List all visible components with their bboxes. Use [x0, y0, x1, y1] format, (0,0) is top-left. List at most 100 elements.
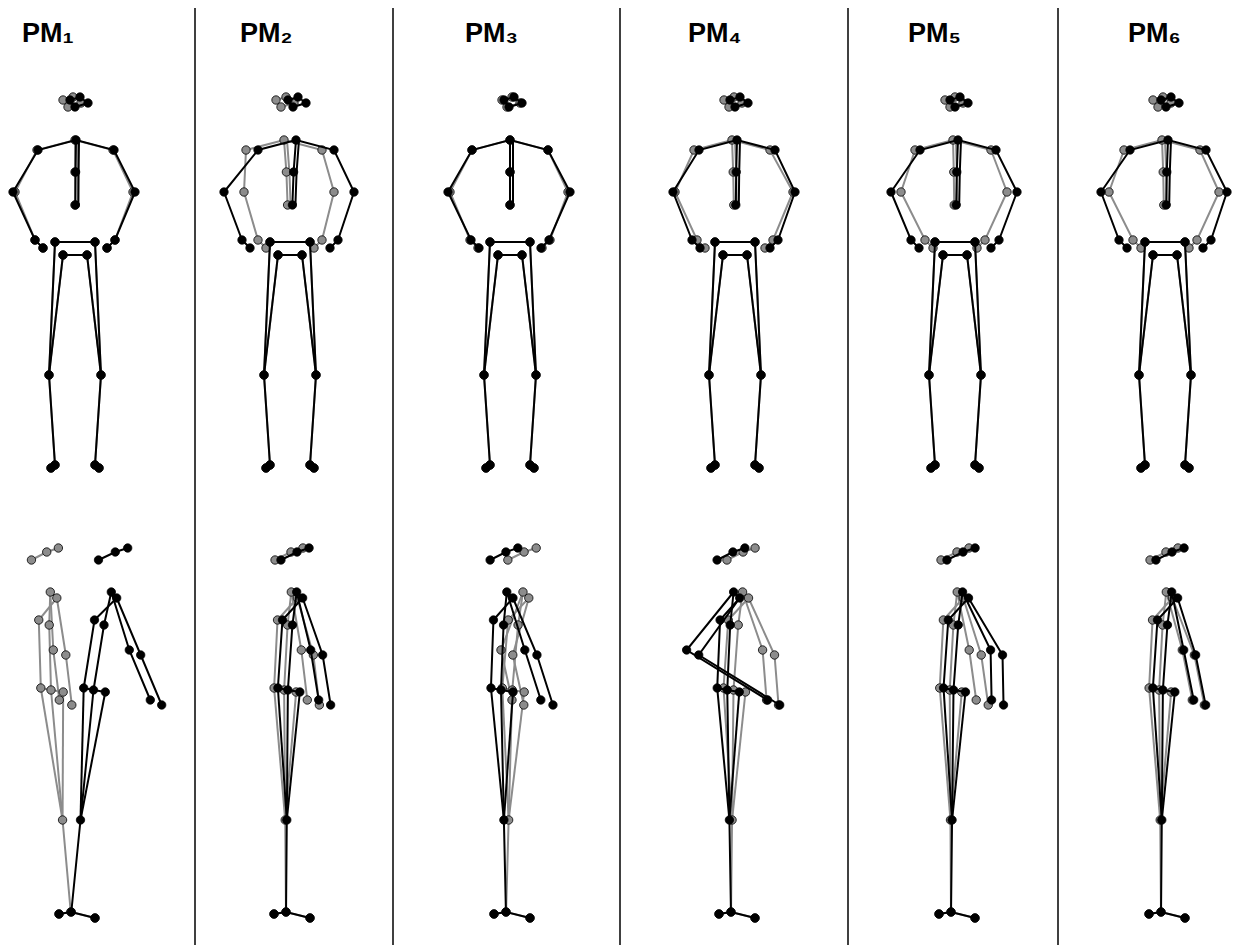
marker-dot — [770, 651, 778, 659]
marker-dot — [925, 371, 933, 379]
bone-line — [303, 598, 331, 705]
bone-line — [719, 912, 755, 918]
marker-dot — [735, 688, 743, 696]
marker-dot — [1145, 910, 1153, 918]
marker-dot — [100, 621, 108, 629]
marker-dot — [76, 816, 84, 824]
marker-dot — [71, 201, 79, 209]
marker-dot — [80, 684, 88, 692]
bone-line — [15, 192, 43, 248]
marker-dot — [326, 244, 334, 252]
bone-line — [41, 688, 63, 820]
bone-line — [765, 192, 793, 248]
marker-dot — [757, 371, 765, 379]
bone-line — [1101, 140, 1227, 192]
bone-line — [264, 255, 278, 375]
bone-line — [935, 241, 975, 243]
marker-dot — [310, 464, 318, 472]
marker-dot — [306, 646, 314, 654]
bone-line — [891, 192, 919, 248]
front-skeleton — [240, 93, 338, 472]
marker-dot — [514, 544, 522, 552]
bone-line — [302, 255, 316, 375]
marker-dot — [71, 201, 79, 209]
bone-line — [1145, 241, 1185, 243]
marker-dot — [103, 244, 111, 252]
marker-dot — [732, 201, 740, 209]
marker-dot — [506, 136, 514, 144]
marker-dot — [947, 908, 955, 916]
marker-dot — [1126, 146, 1134, 154]
marker-dot — [67, 908, 75, 916]
marker-dot — [682, 646, 690, 654]
marker-dot — [97, 371, 105, 379]
marker-dot — [757, 371, 765, 379]
marker-dot — [298, 251, 306, 259]
bone-line — [274, 912, 310, 918]
marker-dot — [95, 464, 103, 472]
posture-panel — [1097, 93, 1231, 922]
marker-dot — [113, 594, 121, 602]
marker-dot — [751, 544, 759, 552]
bone-line — [39, 598, 57, 688]
bone-line — [1153, 598, 1178, 688]
marker-dot — [292, 136, 300, 144]
bone-line — [59, 912, 95, 918]
bone-line — [107, 192, 135, 248]
marker-dot — [776, 701, 784, 709]
marker-dot — [975, 464, 983, 472]
marker-dot — [1223, 188, 1231, 196]
marker-dot — [520, 701, 528, 709]
marker-dot — [688, 236, 696, 244]
marker-dot — [71, 168, 79, 176]
bone-line — [62, 692, 65, 820]
marker-dot — [1163, 168, 1171, 176]
marker-dot — [1123, 244, 1131, 252]
bone-line — [522, 255, 536, 375]
marker-dot — [33, 146, 41, 154]
marker-dot — [915, 244, 923, 252]
marker-dot — [751, 238, 759, 246]
marker-dot — [1173, 251, 1181, 259]
marker-dot — [110, 146, 118, 154]
marker-dot — [731, 103, 739, 111]
marker-dot — [715, 910, 723, 918]
panel-label: PM₅ — [908, 18, 961, 49]
marker-dot — [695, 146, 703, 154]
marker-dot — [298, 594, 306, 602]
bone-line — [117, 598, 162, 705]
bone-line — [944, 598, 969, 688]
marker-dot — [283, 816, 291, 824]
marker-dot — [755, 464, 763, 472]
marker-dot — [954, 136, 962, 144]
marker-dot — [751, 238, 759, 246]
marker-dot — [1013, 188, 1021, 196]
marker-dot — [111, 548, 119, 556]
marker-dot — [947, 908, 955, 916]
marker-dot — [47, 464, 55, 472]
marker-dot — [975, 464, 983, 472]
marker-dot — [695, 651, 703, 659]
marker-dot — [972, 696, 980, 704]
marker-dot — [713, 684, 721, 692]
marker-dot — [500, 816, 508, 824]
marker-dot — [466, 236, 474, 244]
marker-dot — [51, 238, 59, 246]
marker-dot — [751, 914, 759, 922]
bone-line — [490, 241, 530, 243]
bone-line — [1203, 192, 1227, 248]
marker-dot — [743, 251, 751, 259]
panel-divider — [1057, 8, 1059, 945]
marker-dot — [734, 621, 742, 629]
marker-dot — [758, 646, 766, 654]
bone-line — [57, 598, 72, 705]
marker-dot — [705, 371, 713, 379]
marker-dot — [751, 914, 759, 922]
marker-dot — [246, 244, 254, 252]
marker-dot — [537, 244, 545, 252]
marker-dot — [494, 251, 502, 259]
marker-dot — [1199, 244, 1207, 252]
marker-dot — [220, 188, 228, 196]
marker-dot — [318, 651, 326, 659]
marker-dot — [298, 251, 306, 259]
